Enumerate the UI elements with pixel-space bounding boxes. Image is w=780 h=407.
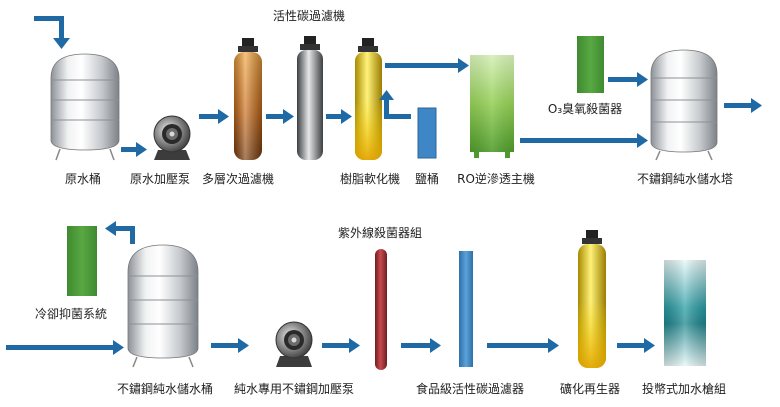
pure-water-pump <box>275 321 313 367</box>
arrow-uv-to-food-carbon <box>401 338 441 353</box>
inlet-arrow <box>34 16 70 49</box>
food-grade-carbon-filter <box>459 251 473 367</box>
mineralizer <box>578 230 606 368</box>
arrow-inlet-to-pure-tank <box>6 340 124 355</box>
arrow-softener-to-ro <box>385 58 469 73</box>
pure-water-tower <box>650 49 718 161</box>
arrow-cooling-return <box>105 221 135 244</box>
label-pure-tank: 不鏽鋼純水儲水桶 <box>116 382 214 396</box>
raw-water-pump <box>153 115 191 160</box>
ro-unit <box>470 55 514 158</box>
pure-water-tank <box>127 244 199 368</box>
arrow-carbon-to-softener <box>326 109 352 124</box>
label-coin-filler: 投幣式加水槍組 <box>641 382 727 396</box>
arrow-tank-to-pump <box>121 142 147 157</box>
arrow-multifilter-to-carbon <box>266 109 294 124</box>
label-cooling: 冷卻抑菌系統 <box>35 307 108 321</box>
ozone-sterilizer <box>577 36 604 93</box>
arrow-tower-outlet <box>724 98 762 113</box>
arrow-tank-to-pure-pump <box>211 338 249 353</box>
arrow-ozone-to-tower <box>608 72 648 87</box>
label-ozone: O₃臭氧殺菌器 <box>547 102 623 116</box>
resin-softener <box>355 38 382 160</box>
label-brine-tank: 鹽桶 <box>414 172 440 186</box>
arrow-brine-to-softener <box>379 90 411 119</box>
arrow-food-carbon-to-mineral <box>487 338 559 353</box>
label-uv: 紫外線殺菌器組 <box>337 226 423 240</box>
arrow-pump-to-multifilter <box>199 109 229 124</box>
label-pure-tower: 不鏽鋼純水儲水塔 <box>636 172 734 186</box>
activated-carbon-filter <box>297 36 323 160</box>
cooling-system-box <box>67 226 97 296</box>
uv-sterilizer <box>375 249 387 370</box>
label-ro-unit: RO逆滲透主機 <box>457 172 535 186</box>
multi-layer-filter <box>234 38 262 160</box>
label-raw-pump: 原水加壓泵 <box>129 172 191 186</box>
label-multi-filter: 多層次過濾機 <box>201 172 275 186</box>
coin-water-filler <box>664 260 706 366</box>
arrow-ro-to-tower <box>520 133 648 148</box>
label-mineral: 礦化再生器 <box>559 382 621 396</box>
label-resin-softener: 樹脂軟化機 <box>339 172 401 186</box>
label-raw-tank: 原水桶 <box>64 172 102 186</box>
label-pure-pump: 純水專用不鏽鋼加壓泵 <box>233 382 355 396</box>
label-food-carbon: 食品級活性碳過濾器 <box>415 382 525 396</box>
brine-tank <box>417 107 437 159</box>
raw-water-tank <box>50 53 120 161</box>
arrow-pump-to-uv <box>322 338 360 353</box>
arrow-mineral-to-filler <box>617 338 655 353</box>
label-carbon-filter: 活性碳過濾機 <box>272 9 346 23</box>
